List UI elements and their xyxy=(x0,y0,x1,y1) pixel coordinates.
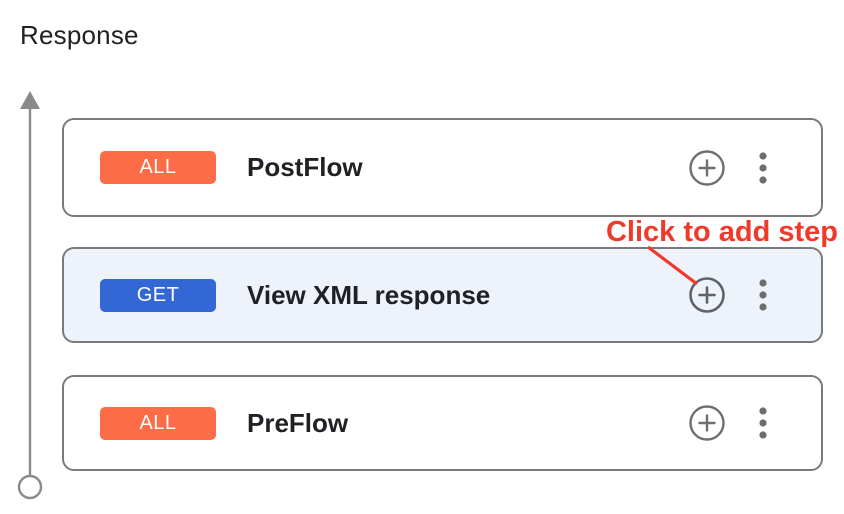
kebab-menu-icon[interactable] xyxy=(759,406,767,440)
card-actions xyxy=(689,277,821,313)
annotation-pointer-line xyxy=(647,245,698,286)
flow-card-label: PostFlow xyxy=(247,152,363,182)
card-actions xyxy=(689,405,821,441)
flow-card-label: View XML response xyxy=(247,279,491,310)
method-badge: GET xyxy=(100,278,216,312)
method-badge: ALL xyxy=(100,406,216,440)
plus-circle-icon[interactable] xyxy=(689,149,725,186)
plus-circle-icon[interactable] xyxy=(689,405,725,441)
kebab-menu-icon[interactable] xyxy=(759,278,767,312)
method-badge: ALL xyxy=(100,151,216,184)
flow-direction-arrow-icon xyxy=(17,91,43,500)
kebab-menu-icon[interactable] xyxy=(759,151,767,185)
plus-circle-icon[interactable] xyxy=(689,277,725,313)
annotation-text: Click to add step xyxy=(605,216,838,248)
flow-card-preflow[interactable]: ALL PreFlow xyxy=(62,375,823,471)
flow-card-label: PreFlow xyxy=(247,407,349,438)
flow-card-postflow[interactable]: ALL PostFlow xyxy=(62,118,823,217)
card-actions xyxy=(689,149,821,186)
panel-title: Response xyxy=(20,20,139,50)
flow-card-view-xml-response[interactable]: GET View XML response xyxy=(62,247,823,343)
